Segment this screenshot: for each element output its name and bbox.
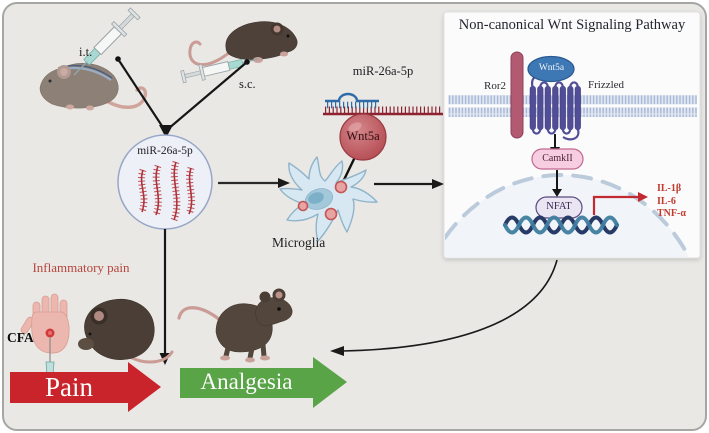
mir-pool-circle (117, 134, 213, 230)
arrow-transcription-cytokines (592, 192, 648, 215)
cytokine-tnfa: TNF-α (657, 208, 686, 219)
camkii-label: CamkII (542, 152, 573, 164)
cytokine-il1b: IL-1β (657, 183, 682, 194)
dna-helix (503, 215, 619, 235)
analgesia-arrow-label: Analgesia (200, 369, 293, 394)
inflammatory-pain-label: Inflammatory pain (32, 260, 130, 275)
nfat-label: NFAT (546, 201, 572, 212)
mouse-intrathecal (39, 63, 148, 111)
microglia-cell (279, 156, 378, 242)
wnt5a-receptor-label: Wnt5a (538, 62, 565, 73)
wnt5a-ball-label: Wnt5a (346, 129, 380, 143)
arrow-microglia-to-panel (374, 179, 444, 189)
cytokine-list: IL-1β IL-6 TNF-α (657, 183, 686, 221)
ror2-label: Ror2 (484, 80, 506, 92)
it-injection-label: i.t. (79, 45, 93, 59)
camkii-node (531, 148, 584, 170)
wnt5a-ligand-ball (339, 113, 387, 187)
mouse-standing-analgesia (177, 288, 293, 363)
nfat-node (535, 196, 583, 219)
cytokine-il6: IL-6 (657, 195, 676, 207)
arrow-camkii-to-nfat (552, 170, 562, 197)
sc-injection-label: s.c. (239, 77, 256, 91)
mirna-strands (138, 160, 196, 222)
mouse-curled-pain (78, 298, 174, 364)
frizzled-label: Frizzled (588, 79, 625, 91)
injection-converging-arrows (115, 56, 250, 138)
mir-pool-label: miR-26a-5p (137, 145, 193, 157)
cfa-label: CFA (7, 330, 34, 345)
pathway-panel-title: Non-canonical Wnt Signaling Pathway (458, 17, 686, 33)
pain-arrow (10, 362, 161, 412)
nucleus-dashed-circle (445, 173, 699, 257)
arrow-pool-to-microglia (218, 178, 290, 188)
mouse-subcutaneous (188, 21, 298, 67)
cfa-paw (20, 293, 70, 382)
mirna-mrna-duplex (323, 92, 443, 116)
wnt5a-ligand-oval (527, 55, 575, 83)
pain-arrow-label: Pain (44, 372, 93, 402)
wnt-pathway-panel (443, 11, 701, 259)
ror2-receptor (510, 51, 524, 139)
arrow-panel-to-analgesia (330, 259, 558, 356)
mir-duplex-label: miR-26a-5p (352, 64, 414, 78)
analgesia-arrow (180, 357, 347, 408)
microglia-label: Microglia (272, 235, 326, 250)
